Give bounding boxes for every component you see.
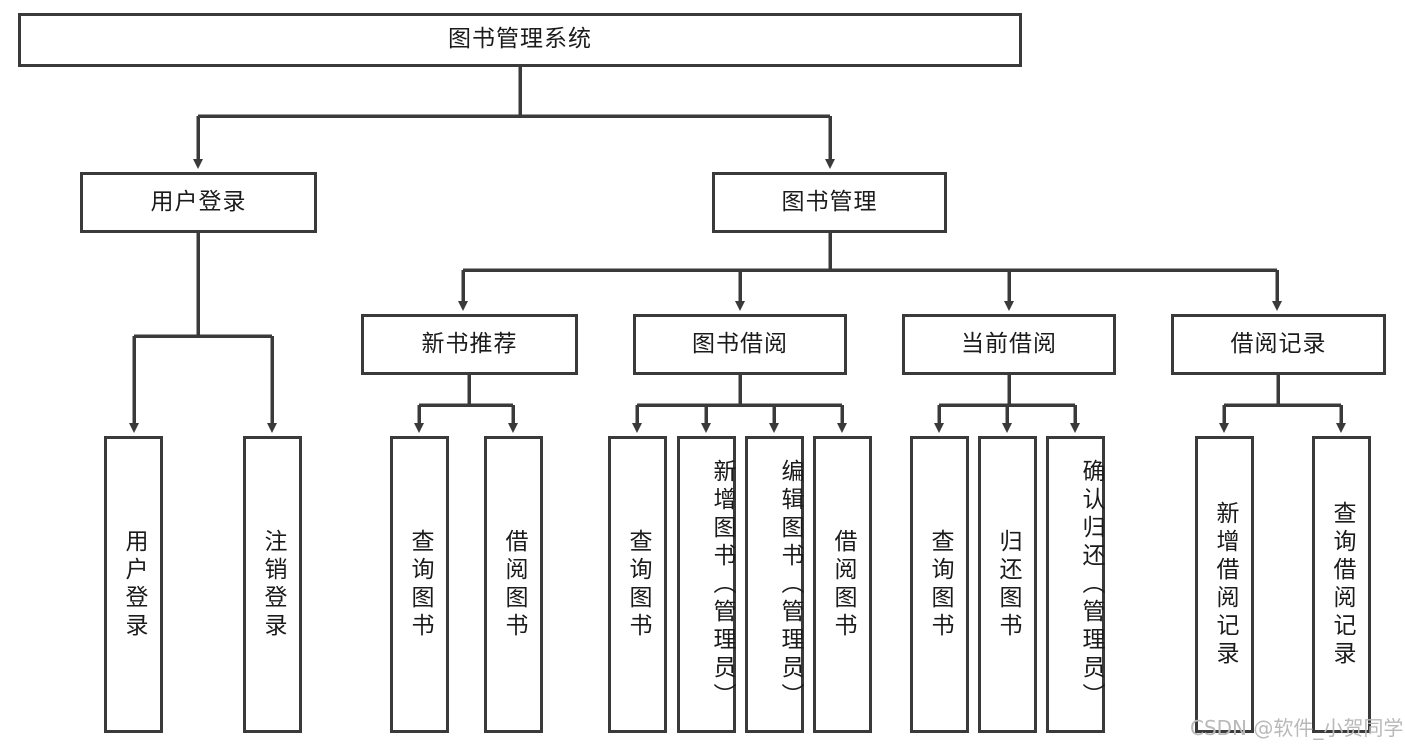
leaf-borrow-book[interactable]: 借阅图书 xyxy=(813,436,872,733)
node-current-borrow-label: 当前借阅 xyxy=(961,330,1057,357)
node-root-label: 图书管理系统 xyxy=(448,26,592,53)
leaf-add-book[interactable]: 新增图书（管理员） xyxy=(677,436,736,733)
leaf-edit-book-label: 编辑图书（管理员） xyxy=(777,458,803,711)
leaf-borrow-book-recommend[interactable]: 借阅图书 xyxy=(484,436,543,733)
leaf-query-book-current[interactable]: 查询图书 xyxy=(910,436,969,733)
node-book-management[interactable]: 图书管理 xyxy=(712,172,947,233)
node-root[interactable]: 图书管理系统 xyxy=(18,13,1022,67)
leaf-add-borrow-record[interactable]: 新增借阅记录 xyxy=(1195,436,1254,733)
node-new-book-recommend-label: 新书推荐 xyxy=(421,330,518,357)
node-user-login[interactable]: 用户登录 xyxy=(80,172,317,233)
leaf-confirm-return-label: 确认归还（管理员） xyxy=(1078,458,1104,711)
leaf-return-book[interactable]: 归还图书 xyxy=(978,436,1037,733)
leaf-logout-label: 注销登录 xyxy=(260,528,286,641)
leaf-query-borrow-record[interactable]: 查询借阅记录 xyxy=(1312,436,1371,733)
leaf-logout[interactable]: 注销登录 xyxy=(243,436,302,733)
leaf-borrow-book-label: 借阅图书 xyxy=(830,528,856,641)
node-borrow-record[interactable]: 借阅记录 xyxy=(1171,314,1386,375)
watermark: CSDN @软件_小贺同学 xyxy=(1190,716,1404,740)
leaf-add-borrow-record-label: 新增借阅记录 xyxy=(1212,500,1238,669)
leaf-add-book-label: 新增图书（管理员） xyxy=(709,458,735,711)
node-user-login-label: 用户登录 xyxy=(150,188,247,215)
leaf-borrow-book-recommend-label: 借阅图书 xyxy=(501,528,527,641)
leaf-query-borrow-record-label: 查询借阅记录 xyxy=(1329,500,1355,669)
node-borrow-record-label: 借阅记录 xyxy=(1230,330,1327,357)
leaf-query-book-recommend-label: 查询图书 xyxy=(407,528,433,641)
leaf-confirm-return[interactable]: 确认归还（管理员） xyxy=(1046,436,1105,733)
node-current-borrow[interactable]: 当前借阅 xyxy=(902,314,1116,375)
leaf-edit-book[interactable]: 编辑图书（管理员） xyxy=(745,436,804,733)
leaf-return-book-label: 归还图书 xyxy=(995,528,1021,641)
leaf-user-login[interactable]: 用户登录 xyxy=(104,436,163,733)
node-book-borrow[interactable]: 图书借阅 xyxy=(633,314,847,375)
node-book-management-label: 图书管理 xyxy=(781,188,878,215)
leaf-query-book-borrow[interactable]: 查询图书 xyxy=(608,436,667,733)
node-new-book-recommend[interactable]: 新书推荐 xyxy=(361,314,578,375)
leaf-query-book-current-label: 查询图书 xyxy=(927,528,953,641)
leaf-query-book-borrow-label: 查询图书 xyxy=(625,528,651,641)
leaf-query-book-recommend[interactable]: 查询图书 xyxy=(390,436,449,733)
leaf-user-login-label: 用户登录 xyxy=(121,528,147,641)
node-book-borrow-label: 图书借阅 xyxy=(692,330,788,357)
